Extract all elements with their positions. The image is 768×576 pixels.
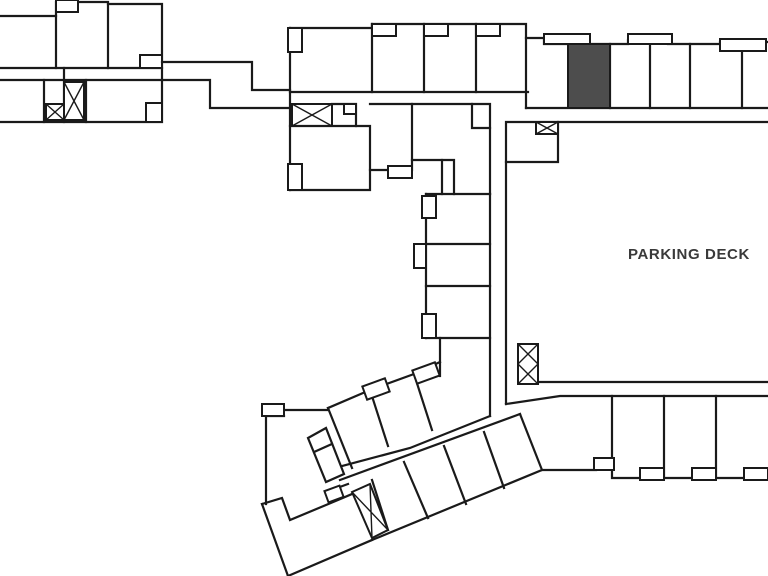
northeast-wing bbox=[524, 33, 768, 110]
utility-box bbox=[413, 243, 427, 269]
northwest-wing bbox=[0, 0, 164, 124]
elevator-icon bbox=[535, 121, 559, 135]
stairwell-icon bbox=[63, 81, 85, 121]
stairwell-icon bbox=[350, 482, 390, 540]
utility-box bbox=[719, 38, 767, 52]
utility-box bbox=[691, 467, 717, 481]
parking-deck bbox=[504, 120, 768, 406]
utility-box bbox=[475, 23, 501, 37]
stairwell-icon bbox=[517, 343, 539, 385]
utility-box bbox=[139, 54, 163, 69]
utility-box bbox=[361, 377, 391, 401]
parking-deck-label: PARKING DECK bbox=[628, 246, 750, 263]
utility-box bbox=[287, 27, 303, 53]
utility-box bbox=[421, 313, 437, 339]
utility-box bbox=[627, 33, 673, 45]
elevator-icon bbox=[45, 103, 65, 121]
utility-box bbox=[639, 467, 665, 481]
utility-box bbox=[411, 361, 441, 385]
utility-box bbox=[593, 457, 615, 471]
utility-box bbox=[145, 102, 163, 123]
utility-box bbox=[343, 103, 357, 115]
utility-box bbox=[261, 403, 285, 417]
utility-box bbox=[423, 23, 449, 37]
utility-box bbox=[371, 23, 397, 37]
utility-box bbox=[323, 484, 345, 504]
north-central-block bbox=[287, 22, 530, 196]
southeast-wing bbox=[338, 394, 768, 542]
southwest-wing bbox=[260, 360, 492, 576]
utility-box bbox=[55, 0, 79, 13]
utility-box bbox=[421, 195, 437, 219]
utility-box bbox=[387, 165, 413, 179]
utility-box bbox=[543, 33, 591, 45]
connector-corridor bbox=[160, 60, 292, 110]
utility-box bbox=[287, 163, 303, 191]
elevator-icon bbox=[291, 103, 333, 127]
central-spine bbox=[413, 192, 492, 418]
utility-box bbox=[743, 467, 768, 481]
highlighted-unit[interactable] bbox=[567, 43, 611, 109]
